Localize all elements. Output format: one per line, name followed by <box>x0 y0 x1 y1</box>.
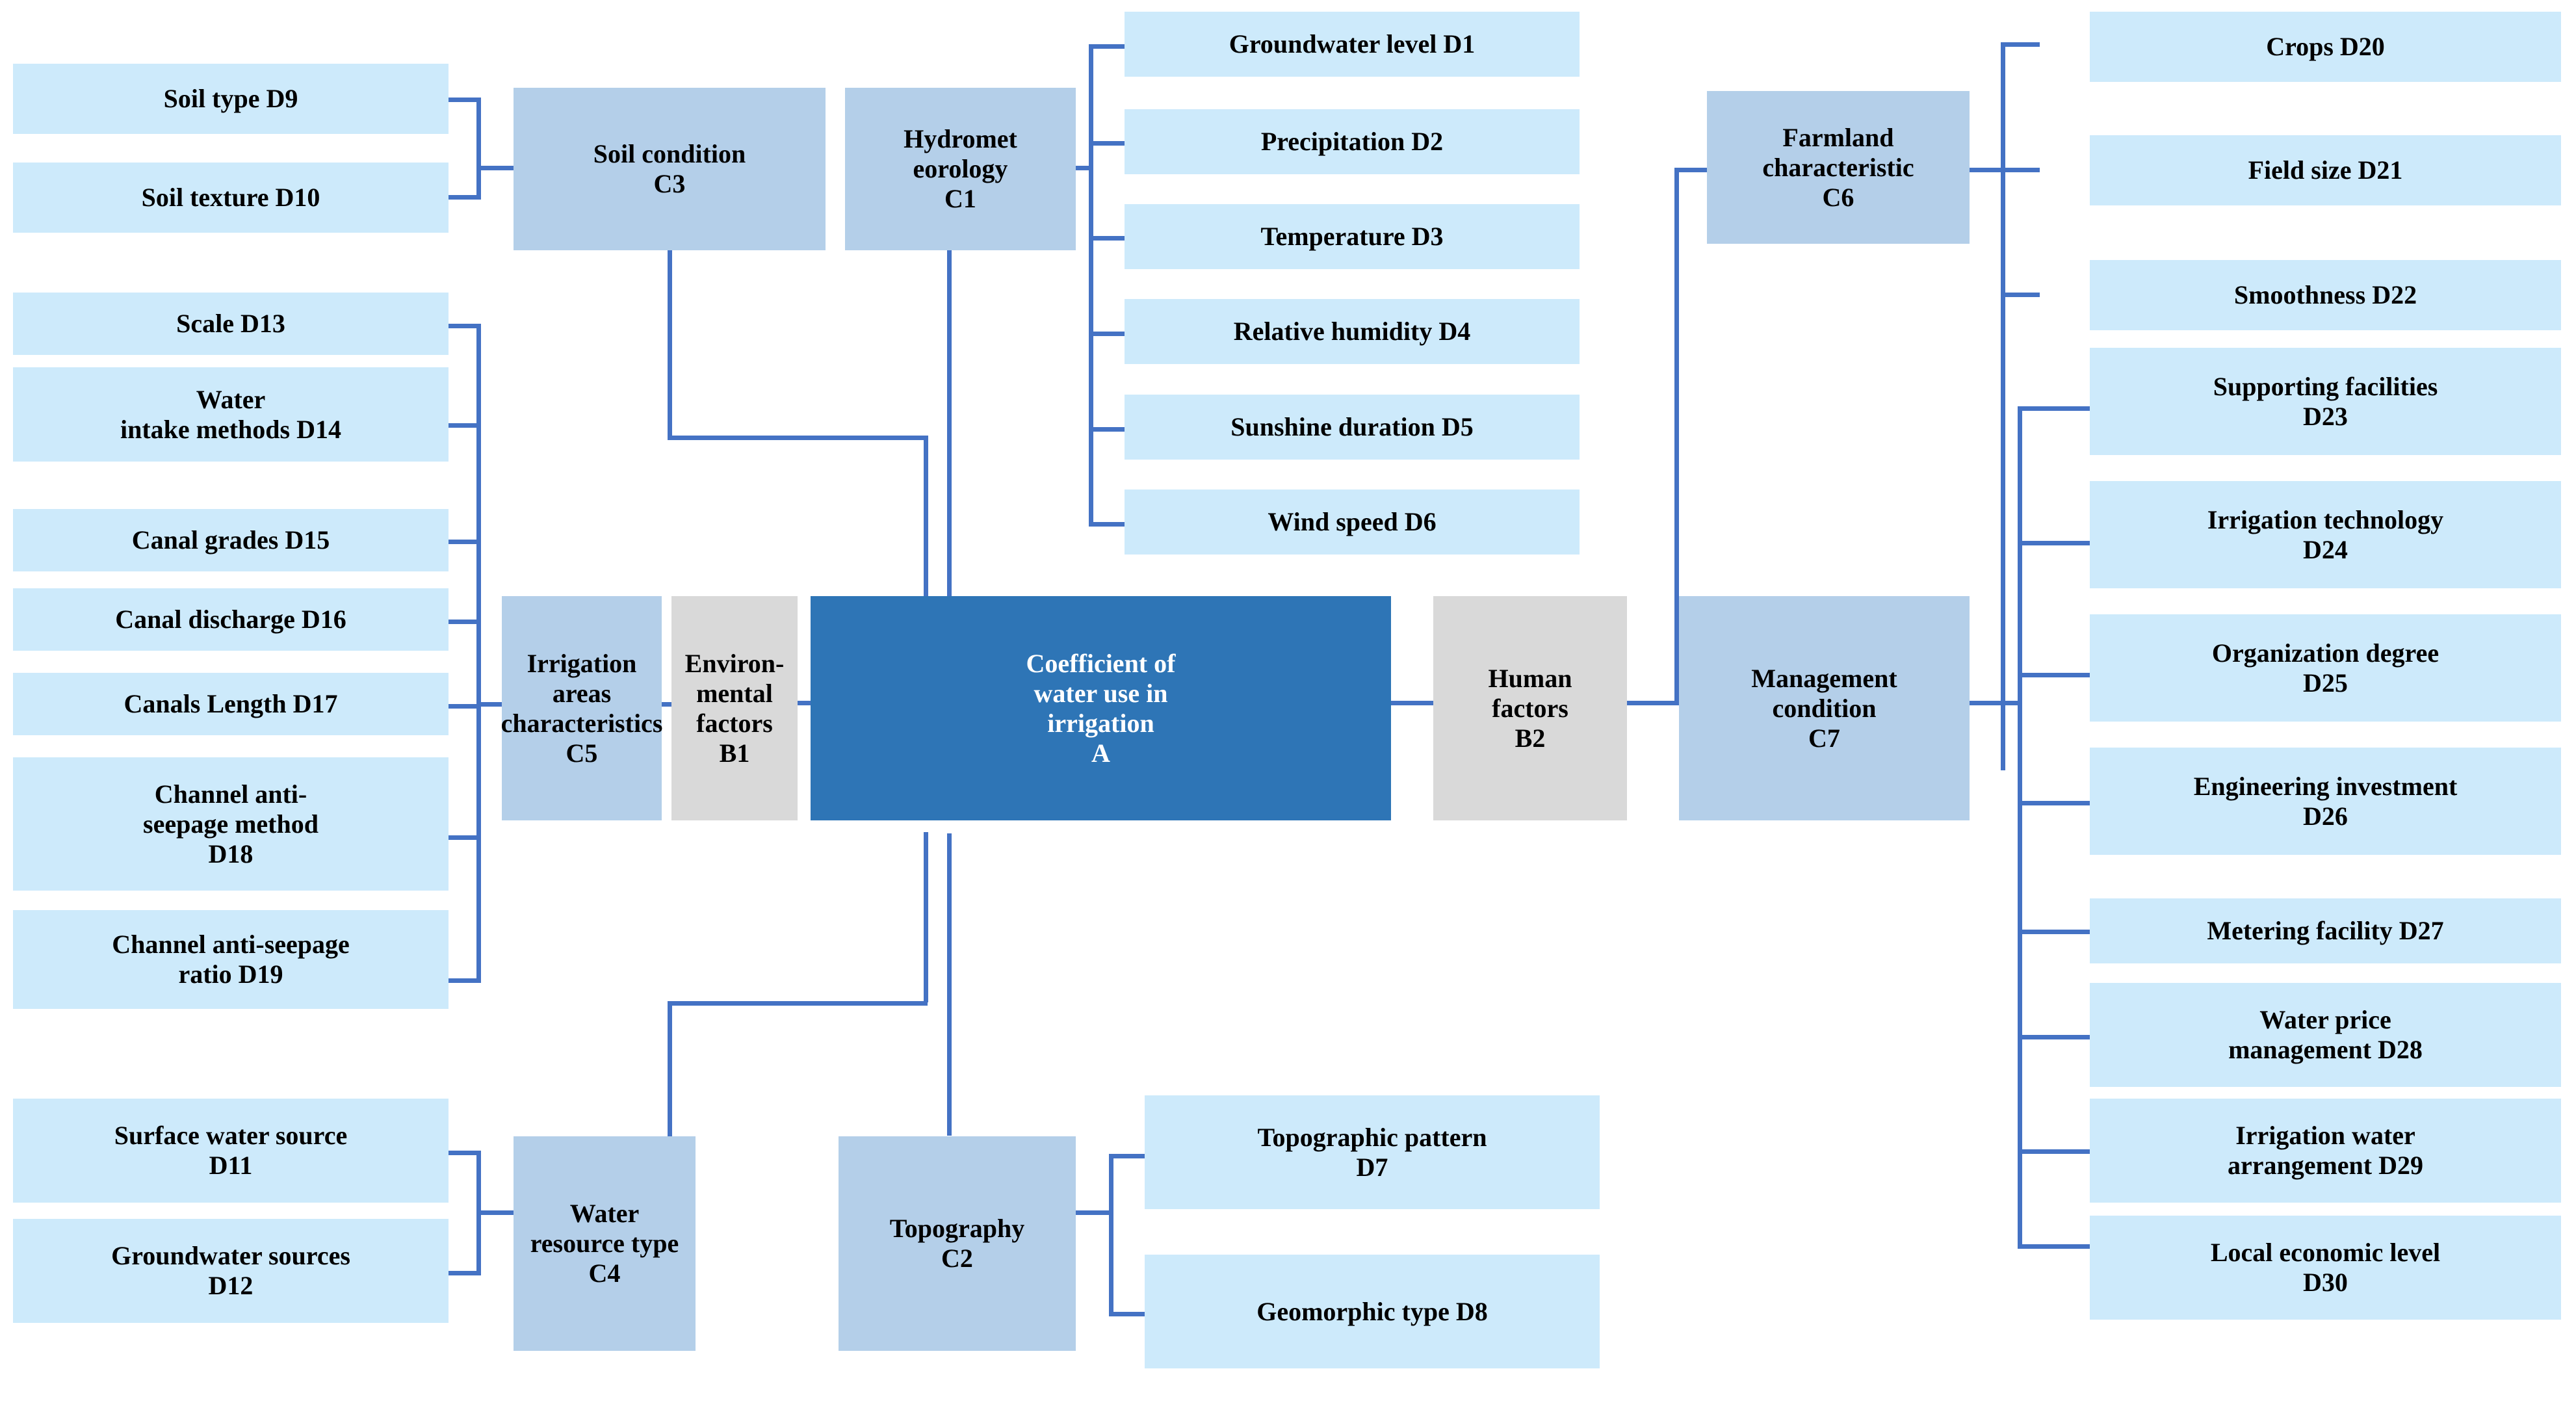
connector-d11 <box>449 1151 481 1155</box>
node-c6[interactable]: Farmland characteristic C6 <box>1707 91 1970 244</box>
node-d21[interactable]: Field size D21 <box>2090 135 2561 205</box>
connector-c4-to-b1 <box>668 1001 928 1006</box>
node-d26[interactable]: Engineering investment D26 <box>2090 748 2561 855</box>
node-c2[interactable]: Topography C2 <box>839 1136 1076 1351</box>
connector-d18 <box>449 835 481 840</box>
node-d7[interactable]: Topographic pattern D7 <box>1145 1095 1600 1209</box>
node-d20[interactable]: Crops D20 <box>2090 12 2561 82</box>
node-d9[interactable]: Soil type D9 <box>13 64 449 134</box>
connector-trunk-c5 <box>476 324 481 980</box>
connector-c2-out <box>1076 1210 1113 1215</box>
node-d6[interactable]: Wind speed D6 <box>1125 490 1580 555</box>
node-b2[interactable]: Human factors B2 <box>1433 596 1627 820</box>
connector-d20 <box>2001 42 2040 47</box>
connector-d6 <box>1089 522 1125 527</box>
connector-d22 <box>2001 293 2040 297</box>
node-d23[interactable]: Supporting facilities D23 <box>2090 348 2561 455</box>
connector-d8 <box>1109 1312 1145 1316</box>
connector-d30 <box>2018 1244 2090 1249</box>
connector-b2-to-c6 <box>1674 168 1707 172</box>
node-d24[interactable]: Irrigation technology D24 <box>2090 481 2561 588</box>
connector-d15 <box>449 540 481 544</box>
node-d30[interactable]: Local economic level D30 <box>2090 1216 2561 1320</box>
connector-c7-out <box>1970 701 2020 705</box>
connector-d27 <box>2018 930 2090 934</box>
connector-d5 <box>1089 427 1125 432</box>
node-d14[interactable]: Water intake methods D14 <box>13 367 449 462</box>
connector-d24 <box>2018 541 2090 545</box>
node-d11[interactable]: Surface water source D11 <box>13 1099 449 1203</box>
node-d27[interactable]: Metering facility D27 <box>2090 898 2561 963</box>
node-d28[interactable]: Water price management D28 <box>2090 983 2561 1087</box>
connector-b1-down <box>924 832 928 1002</box>
node-d10[interactable]: Soil texture D10 <box>13 163 449 233</box>
connector-d4 <box>1089 332 1125 336</box>
connector-d19 <box>449 978 481 983</box>
node-d19[interactable]: Channel anti-seepage ratio D19 <box>13 910 449 1009</box>
connector-d17 <box>449 704 481 709</box>
connector-trunk-c7 <box>2018 406 2022 1246</box>
connector-d1 <box>1089 44 1125 49</box>
connector-trunk-c3 <box>476 98 481 200</box>
connector-trunk-c1 <box>1089 44 1093 525</box>
connector-c2-up <box>947 833 952 1136</box>
connector-d13 <box>449 324 481 328</box>
connector-b1-to-a <box>798 701 811 705</box>
connector-d9 <box>449 98 481 102</box>
connector-d10 <box>449 195 481 200</box>
connector-a-to-b2 <box>1391 701 1433 705</box>
node-d16[interactable]: Canal discharge D16 <box>13 588 449 651</box>
connector-c4-in <box>476 1210 515 1215</box>
connector-d14 <box>449 423 481 428</box>
connector-b1-up <box>924 436 928 598</box>
node-a[interactable]: Coefficient of water use in irrigation A <box>811 596 1391 820</box>
connector-d3 <box>1089 236 1125 241</box>
connector-trunk-c6 <box>2001 42 2005 770</box>
connector-c6-out <box>1970 168 2005 172</box>
connector-trunk-c2 <box>1109 1154 1113 1316</box>
node-d25[interactable]: Organization degree D25 <box>2090 614 2561 722</box>
node-c5[interactable]: Irrigation areas characteristics C5 <box>501 596 662 820</box>
node-d2[interactable]: Precipitation D2 <box>1125 109 1580 174</box>
connector-d2 <box>1089 141 1125 146</box>
node-d12[interactable]: Groundwater sources D12 <box>13 1219 449 1323</box>
connector-c5-to-b1 <box>662 702 675 707</box>
node-c3[interactable]: Soil condition C3 <box>514 88 826 250</box>
node-d13[interactable]: Scale D13 <box>13 293 449 355</box>
node-d15[interactable]: Canal grades D15 <box>13 509 449 571</box>
node-d5[interactable]: Sunshine duration D5 <box>1125 395 1580 460</box>
connector-c5-in <box>476 702 506 707</box>
node-c7[interactable]: Management condition C7 <box>1679 596 1970 820</box>
connector-d7 <box>1109 1154 1145 1158</box>
connector-b2-trunk <box>1674 168 1679 702</box>
node-d22[interactable]: Smoothness D22 <box>2090 260 2561 330</box>
connector-d12 <box>449 1271 481 1275</box>
node-b1[interactable]: Environ- mental factors B1 <box>671 596 798 820</box>
connector-c1-down <box>947 250 952 598</box>
connector-d28 <box>2018 1035 2090 1039</box>
node-c4[interactable]: Water resource type C4 <box>514 1136 696 1351</box>
connector-c3-in <box>476 166 515 170</box>
connector-b2-to-c <box>1627 701 1679 705</box>
node-d8[interactable]: Geomorphic type D8 <box>1145 1255 1600 1368</box>
connector-d23 <box>2018 406 2090 411</box>
node-d17[interactable]: Canals Length D17 <box>13 673 449 735</box>
connector-c3-to-b1 <box>668 436 928 440</box>
node-c1[interactable]: Hydromet eorology C1 <box>845 88 1076 250</box>
node-d29[interactable]: Irrigation water arrangement D29 <box>2090 1099 2561 1203</box>
connector-d29 <box>2018 1149 2090 1154</box>
node-d4[interactable]: Relative humidity D4 <box>1125 299 1580 364</box>
connector-d26 <box>2018 801 2090 805</box>
connector-d16 <box>449 620 481 624</box>
node-d18[interactable]: Channel anti- seepage method D18 <box>13 757 449 891</box>
connector-c3-down <box>668 250 672 439</box>
connector-c4-up <box>668 1001 672 1151</box>
connector-d25 <box>2018 673 2090 677</box>
node-d3[interactable]: Temperature D3 <box>1125 204 1580 269</box>
connector-d21 <box>2001 168 2040 172</box>
node-d1[interactable]: Groundwater level D1 <box>1125 12 1580 77</box>
